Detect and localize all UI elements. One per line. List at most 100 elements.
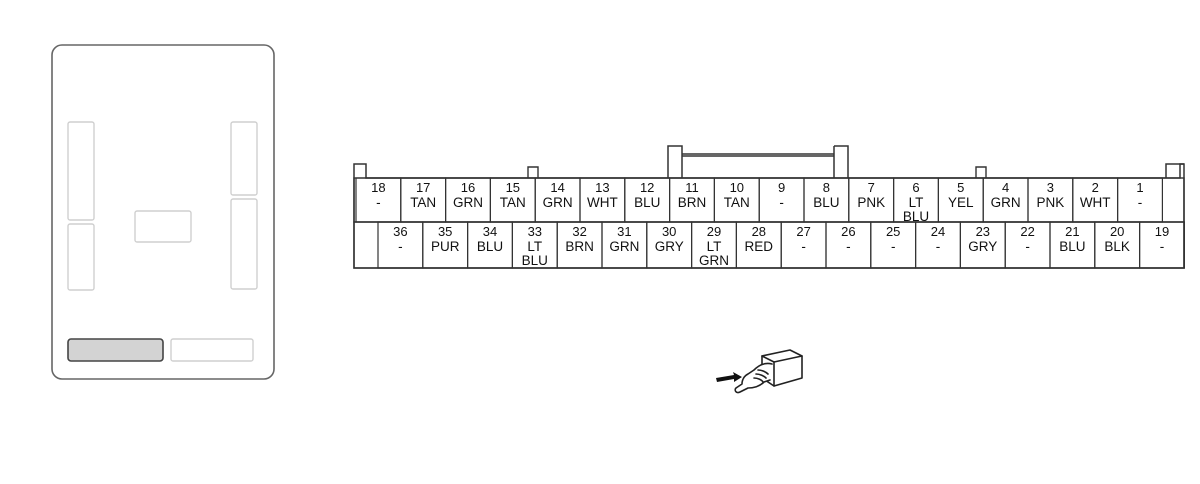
- pin-number: 5: [957, 180, 964, 195]
- wire-color-label: -: [801, 239, 806, 254]
- pin-number: 3: [1047, 180, 1054, 195]
- pin-number: 10: [730, 180, 744, 195]
- wire-color-label: BRN: [565, 239, 594, 254]
- key-right: [975, 166, 987, 178]
- connector-face-diagram: 18-17TAN16GRN15TAN14GRN13WHT12BLU11BRN10…: [353, 145, 1185, 269]
- connector-pins: 18-17TAN16GRN15TAN14GRN13WHT12BLU11BRN10…: [355, 177, 1185, 269]
- connector-locator-diagram: [51, 44, 275, 380]
- pin-number: 8: [823, 180, 830, 195]
- pin-number: 9: [778, 180, 785, 195]
- pin-number: 17: [416, 180, 430, 195]
- wire-color-label: -: [1138, 195, 1143, 210]
- wire-color-label: BLK: [1104, 239, 1130, 254]
- wire-color-label: TAN: [724, 195, 750, 210]
- pin-number: 22: [1020, 224, 1034, 239]
- wire-color-label: -: [1025, 239, 1030, 254]
- wire-color-label: TAN: [500, 195, 526, 210]
- locator-slot-left-upper: [67, 121, 95, 221]
- housing-right-tab: [1165, 163, 1184, 178]
- wire-color-label: LT: [909, 195, 924, 210]
- wire-color-label: GRN: [991, 195, 1021, 210]
- wire-color-label: YEL: [948, 195, 974, 210]
- pin-number: 13: [595, 180, 609, 195]
- pin-number: 4: [1002, 180, 1009, 195]
- pin-number: 29: [707, 224, 721, 239]
- wire-color-label: BLU: [522, 253, 548, 268]
- wire-color-label: WHT: [1080, 195, 1111, 210]
- pin-number: 26: [841, 224, 855, 239]
- pin-number: 31: [617, 224, 631, 239]
- pin-number: 27: [796, 224, 810, 239]
- wire-color-label: BLU: [1059, 239, 1085, 254]
- pin-number: 12: [640, 180, 654, 195]
- wire-color-label: RED: [745, 239, 774, 254]
- pin-number: 19: [1155, 224, 1169, 239]
- pin-number: 15: [506, 180, 520, 195]
- wire-color-label: -: [891, 239, 896, 254]
- wire-color-label: -: [376, 195, 381, 210]
- pin-number: 21: [1065, 224, 1079, 239]
- wire-color-label: GRN: [699, 253, 729, 268]
- pin-number: 25: [886, 224, 900, 239]
- pin-number: 30: [662, 224, 676, 239]
- locator-slot-highlighted: [67, 338, 164, 362]
- wire-color-label: LT: [707, 239, 722, 254]
- hand-pushing-connector-icon: [716, 349, 803, 394]
- pin-cell: [1138, 221, 1185, 269]
- key-left: [527, 166, 539, 178]
- bottom-row-pin-19: 19-: [1138, 221, 1185, 269]
- pin-number: 1: [1136, 180, 1143, 195]
- wire-color-label: -: [846, 239, 851, 254]
- pin-number: 2: [1092, 180, 1099, 195]
- wire-color-label: GRN: [453, 195, 483, 210]
- pin-number: 35: [438, 224, 452, 239]
- pin-number: 23: [976, 224, 990, 239]
- wire-color-label: BLU: [477, 239, 503, 254]
- locator-slot-left-lower: [67, 223, 95, 291]
- pin-number: 28: [752, 224, 766, 239]
- bottom-row-pin-25: 25-: [870, 221, 917, 269]
- pin-number: 34: [483, 224, 497, 239]
- pin-number: 32: [572, 224, 586, 239]
- wire-color-label: -: [779, 195, 784, 210]
- wire-color-label: -: [398, 239, 403, 254]
- wire-color-label: GRN: [543, 195, 573, 210]
- wire-color-label: PUR: [431, 239, 460, 254]
- wire-color-label: BLU: [903, 209, 929, 224]
- locator-housing-outline: [51, 44, 275, 380]
- pin-number: 18: [371, 180, 385, 195]
- pin-number: 33: [528, 224, 542, 239]
- wire-color-label: -: [936, 239, 941, 254]
- pin-number: 36: [393, 224, 407, 239]
- locator-slot-bottom-right: [170, 338, 254, 362]
- wire-color-label: GRY: [655, 239, 684, 254]
- wire-color-label: TAN: [410, 195, 436, 210]
- wire-color-label: BLU: [813, 195, 839, 210]
- wire-color-label: WHT: [587, 195, 618, 210]
- wire-color-label: BRN: [678, 195, 707, 210]
- wire-color-label: PNK: [857, 195, 885, 210]
- pin-number: 24: [931, 224, 945, 239]
- locator-slot-right-lower: [230, 198, 258, 290]
- pin-number: 7: [868, 180, 875, 195]
- wire-color-label: BLU: [634, 195, 660, 210]
- wire-color-label: GRN: [609, 239, 639, 254]
- wire-color-label: -: [1160, 239, 1165, 254]
- center-latch: [667, 145, 849, 178]
- wire-color-label: PNK: [1037, 195, 1065, 210]
- pin-number: 16: [461, 180, 475, 195]
- locator-slot-right-upper: [230, 121, 258, 196]
- bottom-row-pin-22: 22-: [1004, 221, 1051, 269]
- pin-number: 6: [912, 180, 919, 195]
- locator-slot-center: [134, 210, 192, 243]
- pin-number: 20: [1110, 224, 1124, 239]
